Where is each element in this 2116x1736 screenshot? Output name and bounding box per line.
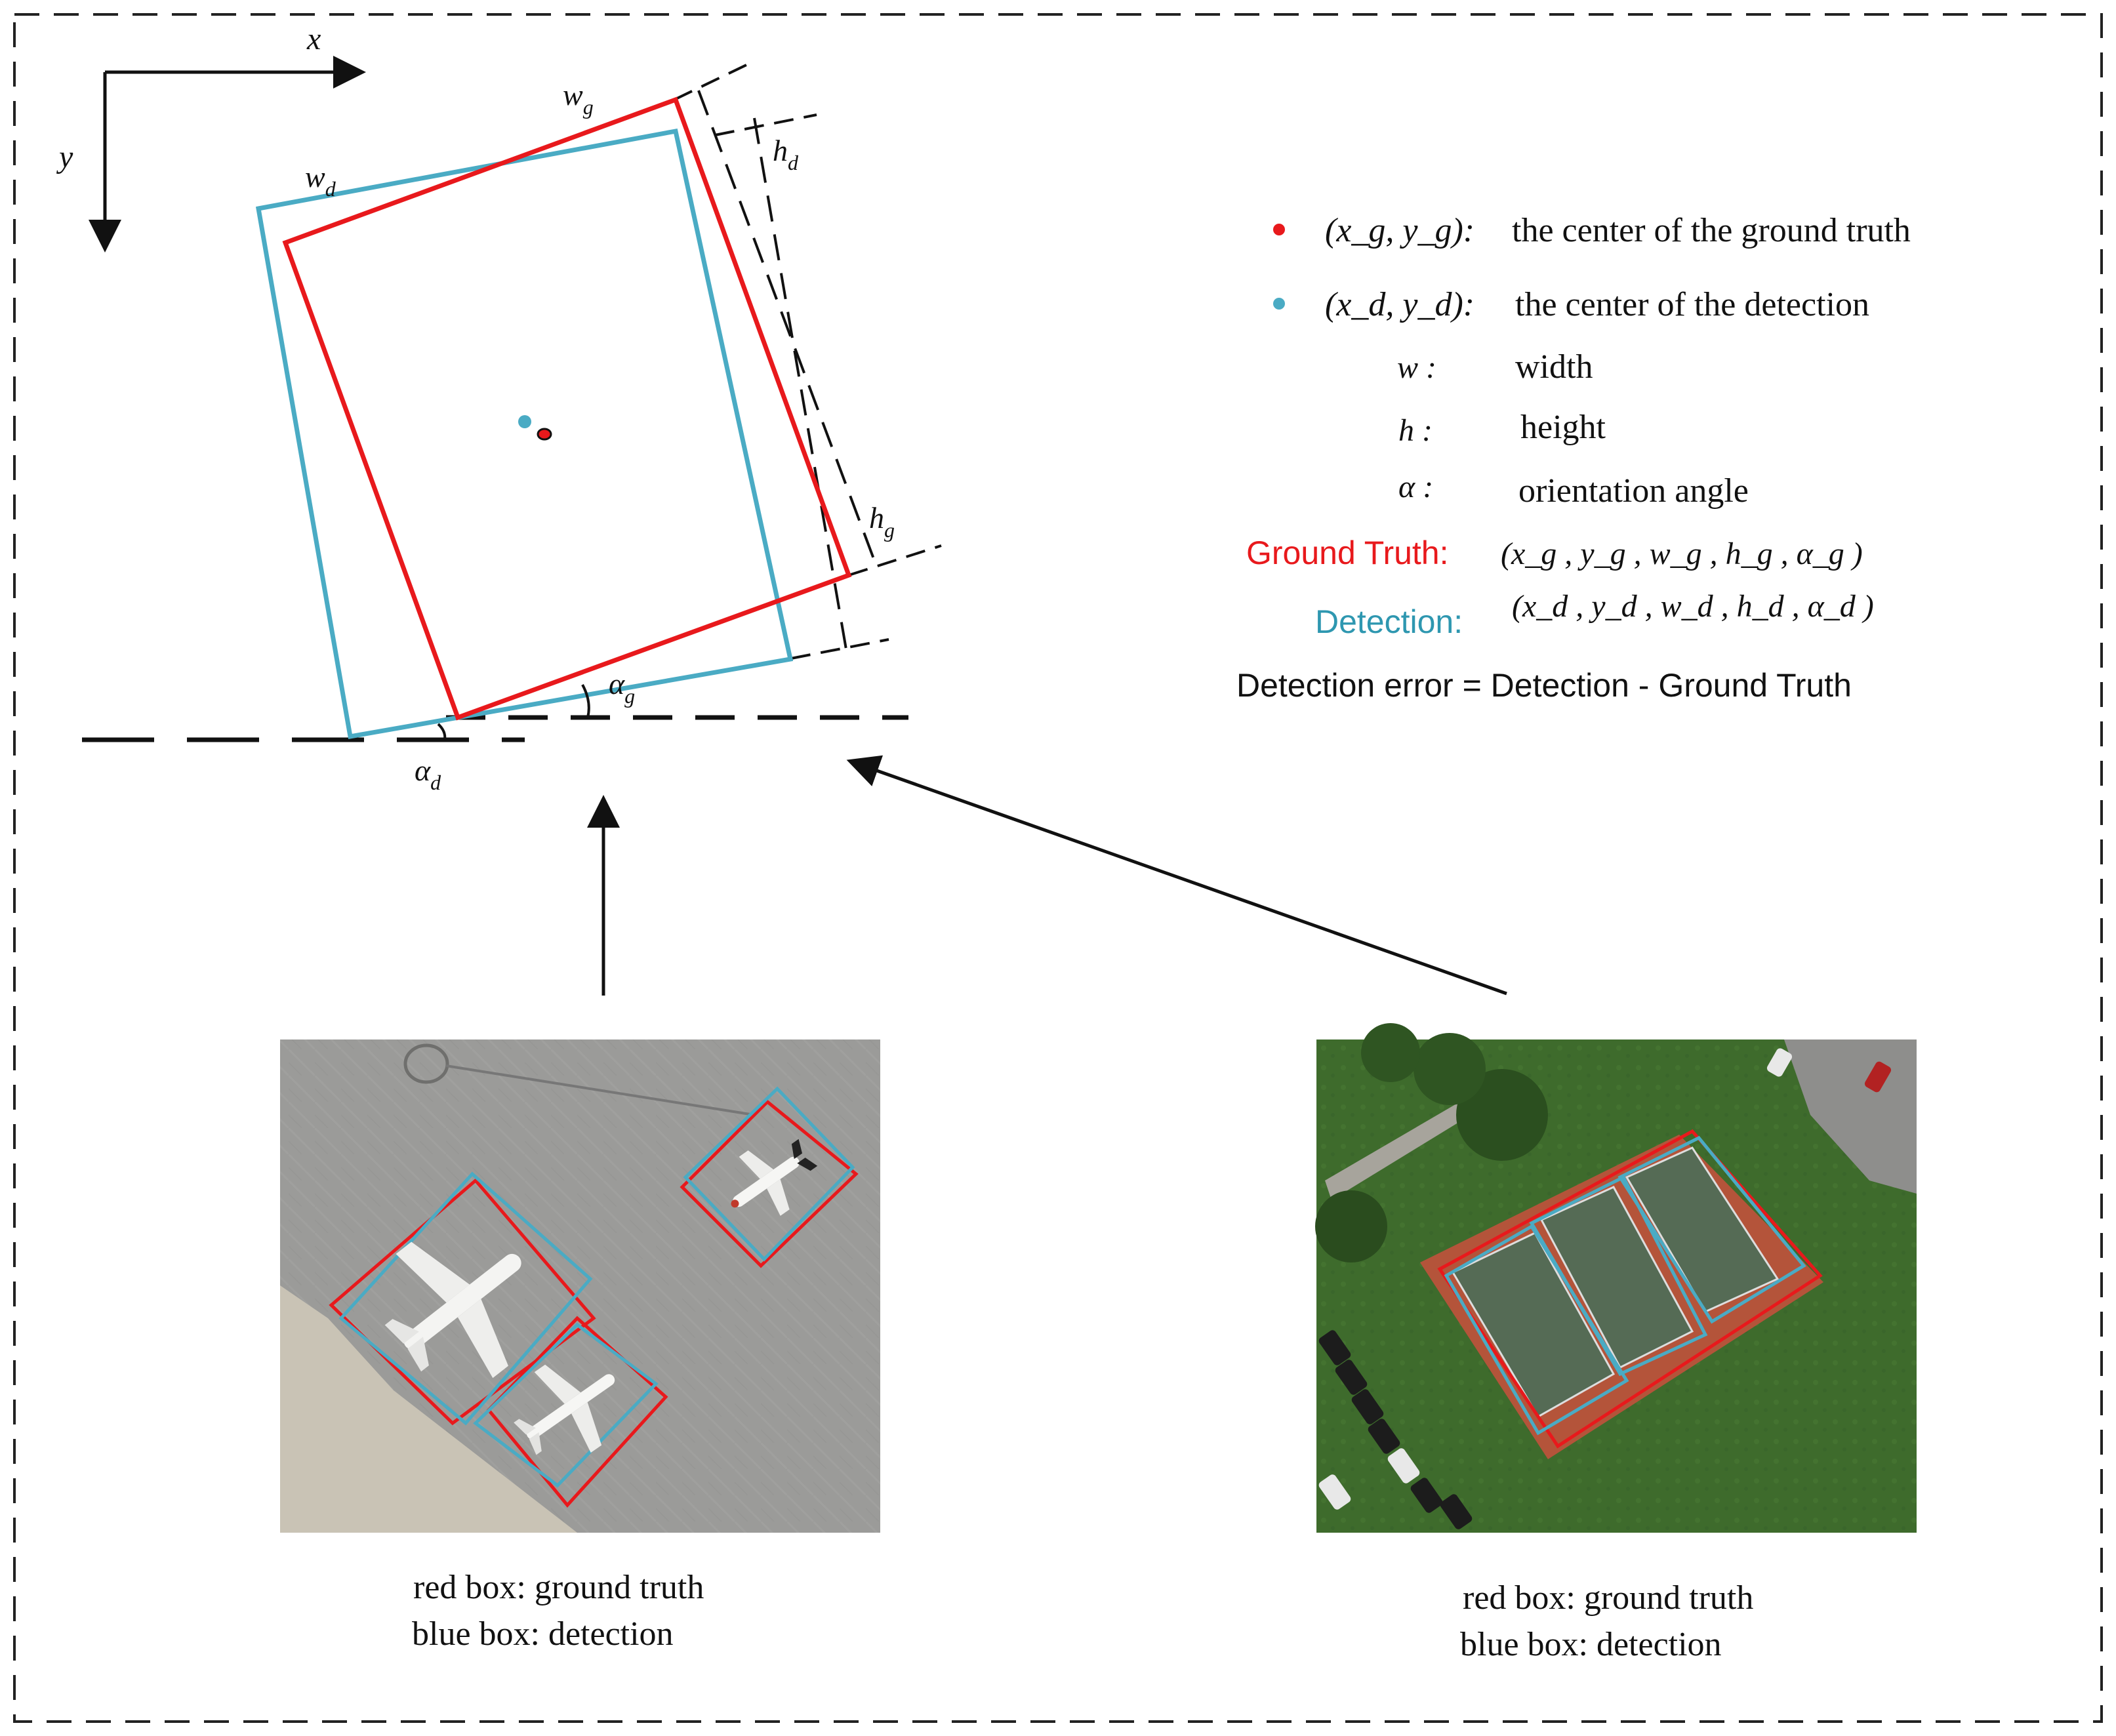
baselines xyxy=(82,715,908,742)
right-photo-tree2 xyxy=(1414,1033,1486,1105)
left-plane1-det-box xyxy=(338,1171,593,1426)
right-court3-det-box xyxy=(1618,1135,1806,1324)
detection-box xyxy=(255,128,794,740)
legend-gt-tuple: (x_g , y_g , w_g , h_g , α_g ) xyxy=(1501,536,1863,571)
h-d-dimension xyxy=(753,117,847,650)
legend: (x_g, y_g): the center of the ground tru… xyxy=(1236,212,1911,704)
right-photo-court-b xyxy=(1539,1186,1694,1369)
left-plane3-det-box xyxy=(683,1086,855,1262)
label-h-d: hd xyxy=(773,134,799,174)
arrow-right-photo xyxy=(846,755,1507,996)
left-photo-circle-marking xyxy=(403,1043,449,1084)
alpha-g-arc xyxy=(581,684,590,718)
x-axis-label: x xyxy=(306,22,321,56)
label-w-d: wd xyxy=(305,160,336,201)
legend-det-label: Detection: xyxy=(1315,603,1463,640)
label-h-g: hg xyxy=(869,501,895,542)
alpha-d-arc xyxy=(437,723,447,740)
legend-det-center-text: the center of the detection xyxy=(1515,286,1869,323)
left-airplane-small xyxy=(514,1364,615,1455)
left-plane3-gt-box xyxy=(680,1099,859,1268)
right-caption-line2: blue box: detection xyxy=(1460,1626,1722,1663)
dimension-lines xyxy=(674,63,942,660)
right-photo-court-c xyxy=(1625,1146,1780,1313)
right-photo-tree3 xyxy=(1315,1190,1387,1262)
right-photo-parked-cars xyxy=(1318,1048,1892,1529)
label-alpha-g: αg xyxy=(609,667,635,708)
left-caption-line1: red box: ground truth xyxy=(413,1569,704,1606)
h-d-ext-top xyxy=(714,113,817,136)
legend-gt-label: Ground Truth: xyxy=(1246,535,1449,571)
right-court2-det-box xyxy=(1529,1175,1708,1377)
left-photo xyxy=(280,1040,880,1533)
right-court1-det-box xyxy=(1444,1224,1629,1436)
label-alpha-d: αd xyxy=(415,754,441,794)
y-axis-label: y xyxy=(56,140,73,174)
legend-alpha-text: orientation angle xyxy=(1518,472,1749,510)
h-g-dimension xyxy=(697,90,877,565)
legend-gt-center-text: the center of the ground truth xyxy=(1512,212,1911,249)
left-photo-sand xyxy=(280,1285,577,1533)
right-caption-line1: red box: ground truth xyxy=(1463,1579,1753,1617)
left-airplane-large xyxy=(384,1241,521,1379)
left-airplane-topright xyxy=(731,1139,818,1216)
h-d-ext-bottom xyxy=(790,638,889,660)
left-caption-line2: blue box: detection xyxy=(412,1615,674,1653)
legend-det-dot xyxy=(1273,298,1285,310)
right-photo-path xyxy=(1325,1089,1492,1200)
h-g-ext-top xyxy=(674,63,748,101)
ground-truth-center-dot xyxy=(537,428,552,441)
detection-center-dot xyxy=(518,415,531,428)
right-photo-court-a xyxy=(1451,1232,1616,1419)
label-w-g: wg xyxy=(563,78,594,119)
legend-w-text: width xyxy=(1515,348,1593,386)
left-plane2-det-box xyxy=(473,1322,659,1488)
h-g-ext-bottom xyxy=(848,544,942,576)
legend-alpha-symbol: α : xyxy=(1398,470,1433,504)
right-photo-tree1 xyxy=(1456,1069,1548,1161)
legend-gt-dot xyxy=(1273,224,1285,235)
right-photo xyxy=(1315,1023,1917,1533)
legend-gt-center-symbol: (x_g, y_g): xyxy=(1325,212,1475,249)
legend-h-symbol: h : xyxy=(1398,413,1433,448)
coordinate-axes: x y xyxy=(56,22,366,252)
ground-truth-box xyxy=(282,96,852,721)
legend-error-text: Detection error = Detection - Ground Tru… xyxy=(1236,667,1852,704)
legend-h-text: height xyxy=(1520,409,1606,446)
outer-dashed-border xyxy=(13,13,2103,1723)
legend-w-symbol: w : xyxy=(1397,350,1436,385)
legend-det-tuple: (x_d , y_d , w_d , h_d , α_d ) xyxy=(1512,589,1874,624)
right-court-gt-box xyxy=(1437,1129,1823,1449)
legend-det-center-symbol: (x_d, y_d): xyxy=(1325,286,1475,323)
